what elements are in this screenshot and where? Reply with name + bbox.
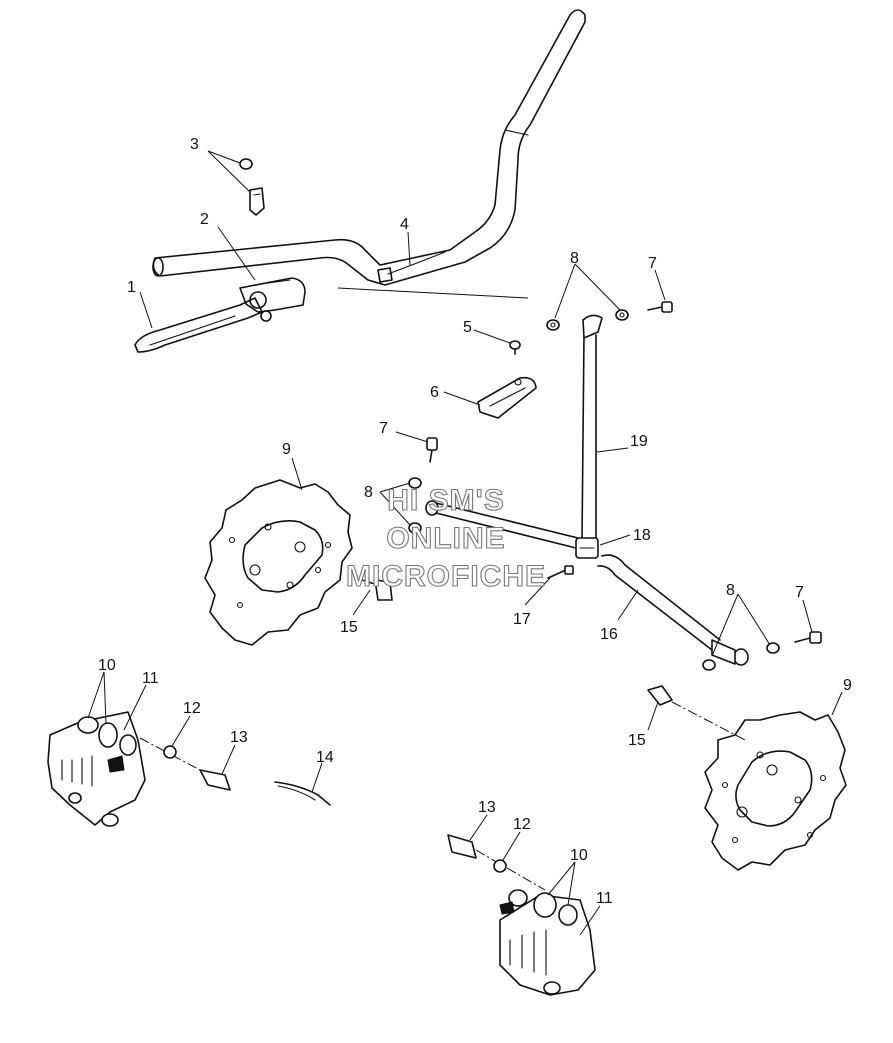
watermark-line-2: ONLINE bbox=[386, 522, 505, 555]
caliper-pin-left bbox=[139, 737, 231, 791]
watermark: HI SM'S ONLINE MICROFICHE bbox=[345, 483, 546, 593]
callout-8-top: 8 bbox=[570, 250, 579, 267]
callout-10-left: 10 bbox=[98, 657, 116, 674]
brake-caliper-left bbox=[47, 711, 146, 827]
callout-19: 19 bbox=[630, 433, 648, 450]
brake-hose-right bbox=[597, 554, 749, 666]
callout-15-left: 15 bbox=[340, 619, 358, 636]
hose-tee-junction bbox=[575, 537, 599, 559]
master-cylinder bbox=[239, 277, 306, 322]
brake-hose-main bbox=[581, 314, 603, 541]
callout-7-top: 7 bbox=[648, 255, 657, 272]
handlebar bbox=[152, 9, 586, 286]
hose-bracket bbox=[477, 376, 537, 419]
callout-16: 16 bbox=[600, 626, 618, 643]
callout-11-left: 11 bbox=[142, 670, 159, 687]
brake-hose-left bbox=[425, 500, 579, 549]
brake-lever bbox=[134, 297, 263, 353]
cable-clip bbox=[377, 251, 446, 283]
disc-bolt-left bbox=[361, 579, 393, 601]
callout-10-right: 10 bbox=[570, 847, 588, 864]
caliper-pin-right bbox=[447, 834, 546, 891]
disc-bolt-right bbox=[647, 685, 746, 741]
callout-8-left: 8 bbox=[364, 484, 373, 501]
callout-2: 2 bbox=[200, 211, 209, 228]
brake-disc-right bbox=[704, 711, 847, 871]
callout-12-right: 12 bbox=[513, 816, 531, 833]
callout-7-right: 7 bbox=[795, 584, 804, 601]
callout-1: 1 bbox=[127, 279, 136, 296]
callout-17: 17 bbox=[513, 611, 531, 628]
tee-mount-screw bbox=[547, 565, 574, 579]
callout-14: 14 bbox=[316, 749, 334, 766]
callout-9-left: 9 bbox=[282, 441, 291, 458]
callout-18: 18 bbox=[633, 527, 651, 544]
callout-labels: 1 2 3 4 5 6 7 8 7 8 9 19 18 17 16 15 8 7… bbox=[98, 136, 852, 907]
callout-3: 3 bbox=[190, 136, 199, 153]
callout-5: 5 bbox=[463, 319, 472, 336]
washers-and-bolts bbox=[408, 301, 822, 671]
callout-15-right: 15 bbox=[628, 732, 646, 749]
callout-4: 4 bbox=[400, 216, 409, 233]
brake-caliper-right bbox=[499, 889, 596, 996]
wire-lock bbox=[274, 781, 331, 806]
callout-9-right: 9 bbox=[843, 677, 852, 694]
callout-7-left: 7 bbox=[379, 420, 388, 437]
callout-8-right: 8 bbox=[726, 582, 735, 599]
screw-small bbox=[509, 340, 521, 355]
watermark-line-3: MICROFICHE bbox=[346, 560, 546, 593]
callout-11-right: 11 bbox=[596, 890, 613, 907]
clamp-with-screw bbox=[239, 158, 265, 216]
callout-6: 6 bbox=[430, 384, 439, 401]
brake-disc-left bbox=[204, 479, 353, 646]
callout-13-left: 13 bbox=[230, 729, 248, 746]
watermark-line-1: HI SM'S bbox=[387, 484, 504, 517]
callout-13-right: 13 bbox=[478, 799, 496, 816]
callout-12-left: 12 bbox=[183, 700, 201, 717]
leader-lines bbox=[87, 150, 843, 936]
